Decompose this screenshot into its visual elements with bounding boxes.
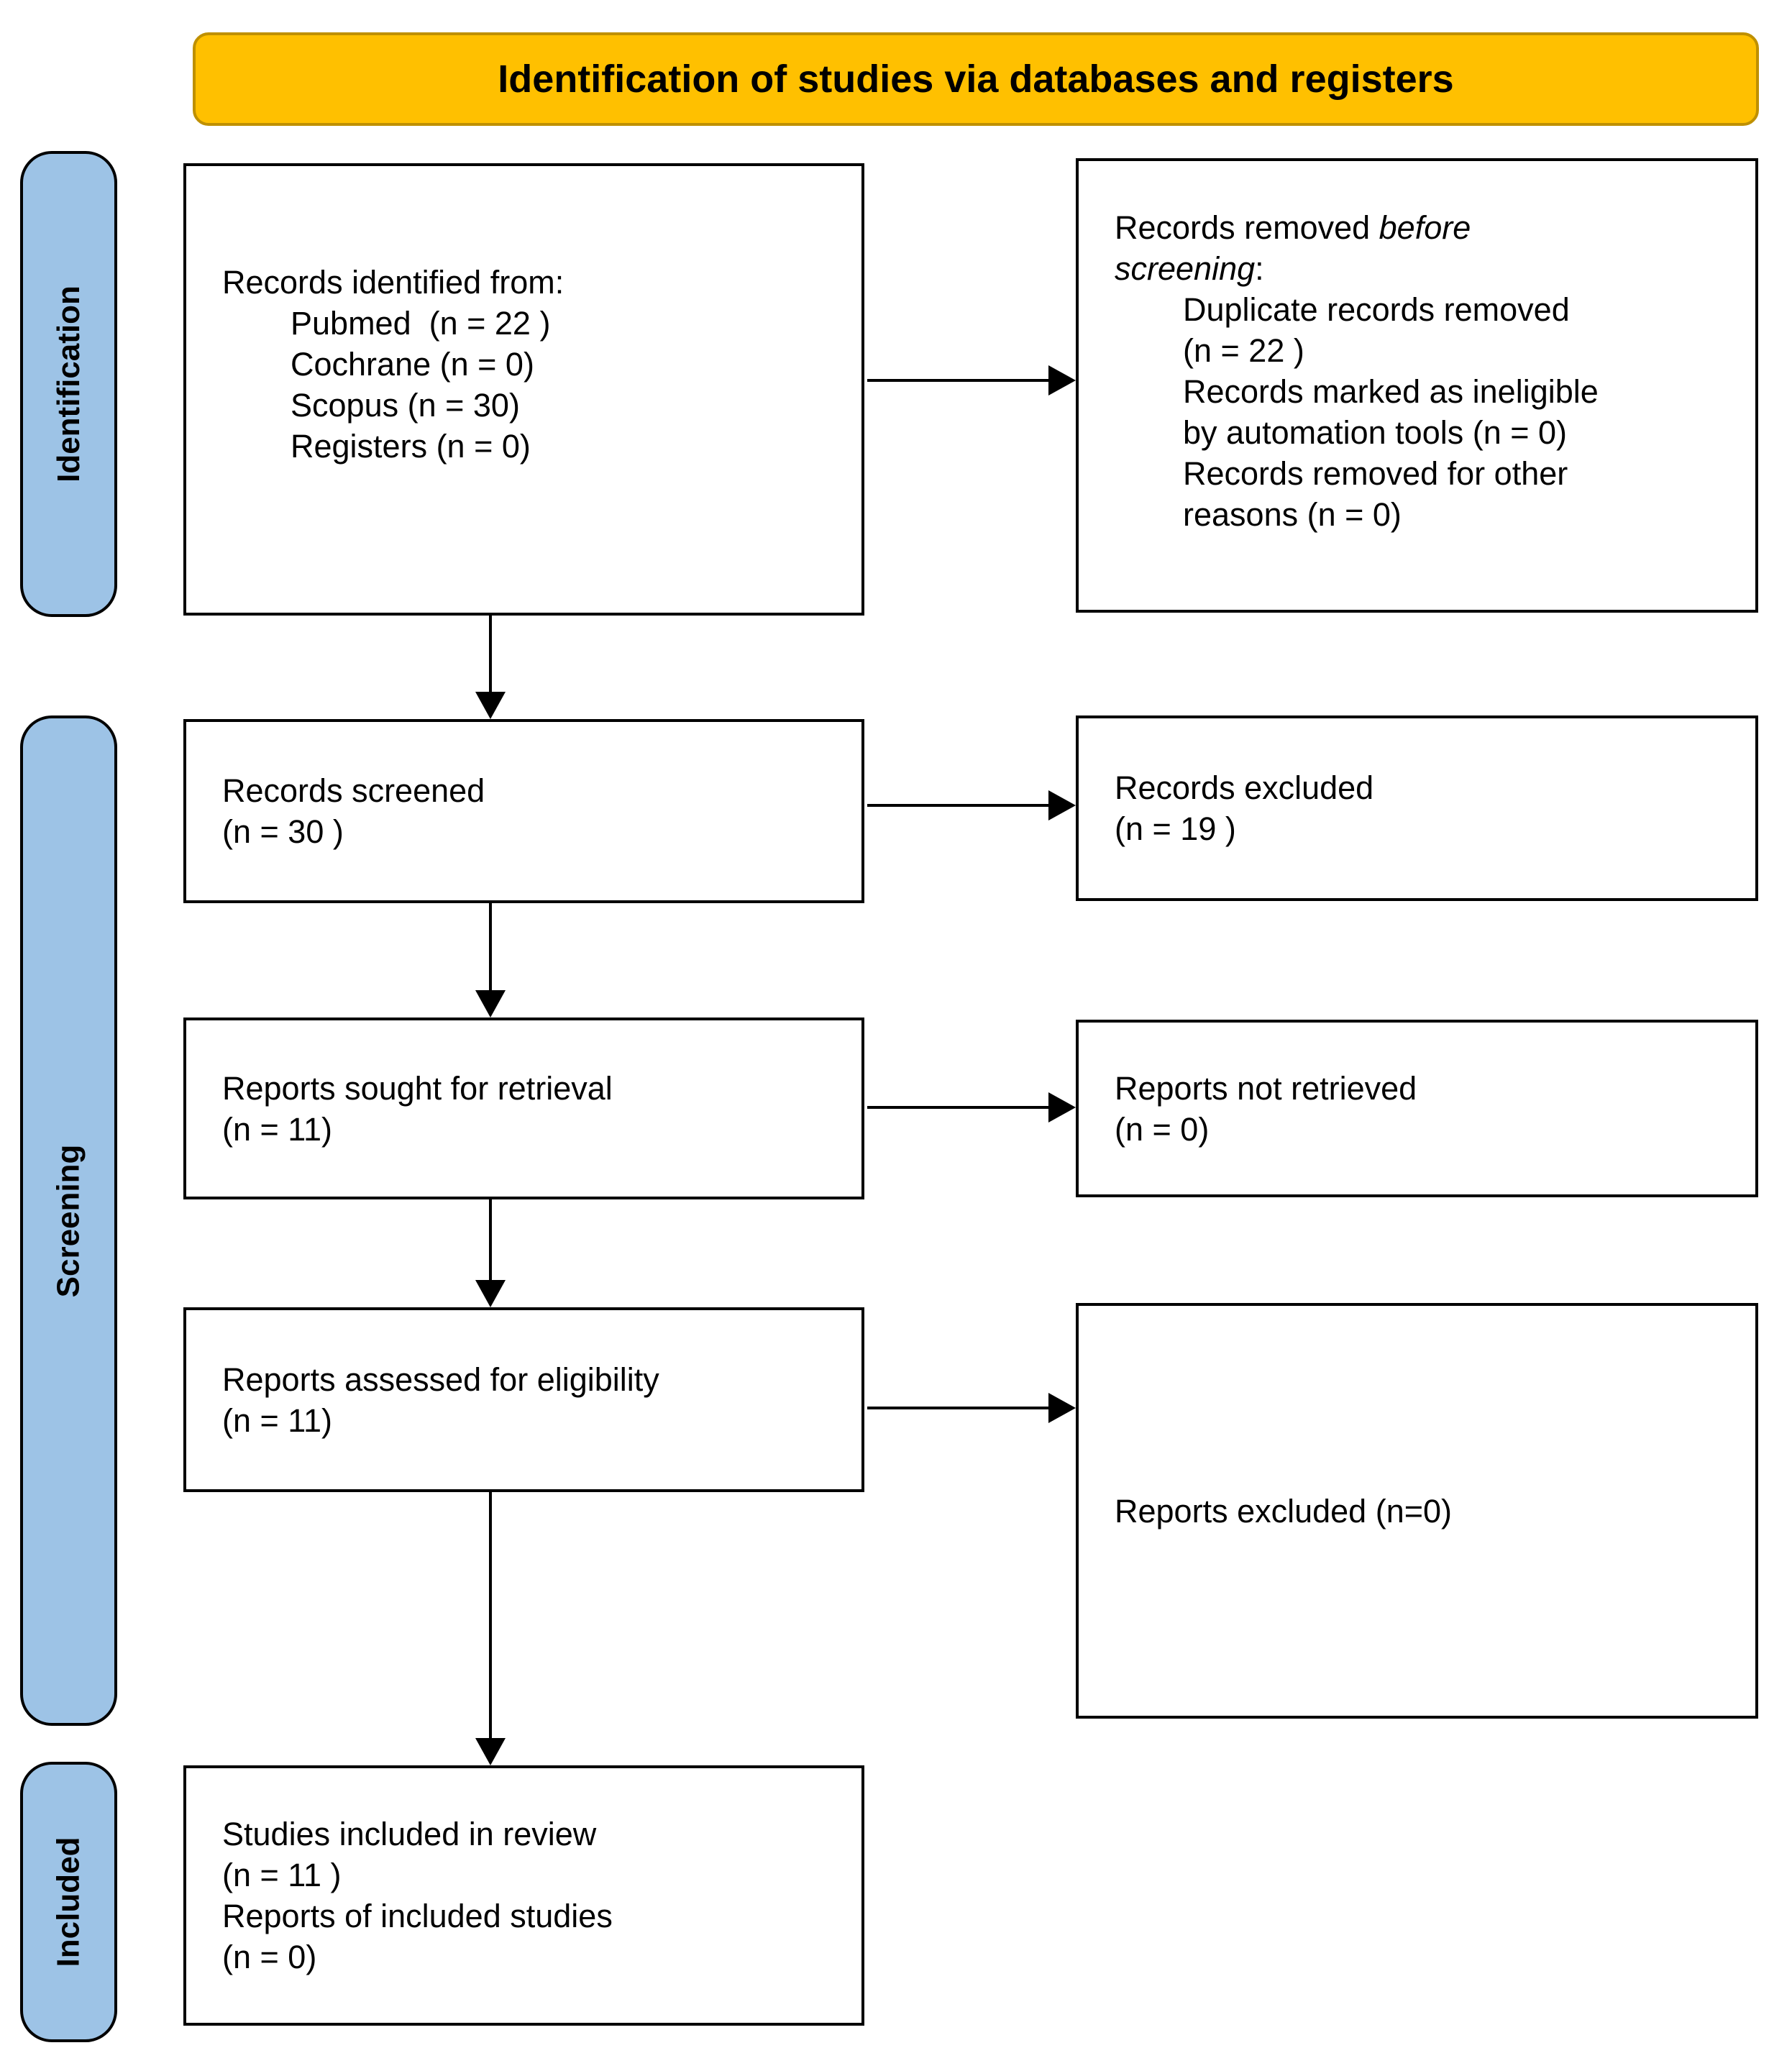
records-removed-duplicates-count: (n = 22 )	[1183, 332, 1304, 369]
arrow-sought-to-not-retrieved-head	[1048, 1092, 1076, 1122]
studies-included-label: Studies included in review	[222, 1816, 597, 1852]
reports-sought-label: Reports sought for retrieval	[222, 1069, 613, 1107]
reports-sought-count: (n = 11)	[222, 1110, 332, 1148]
stage-label-screening: Screening	[50, 1144, 86, 1297]
records-removed-duplicates: Duplicate records removed	[1183, 291, 1570, 328]
records-identified-source-scopus: Scopus (n = 30)	[291, 387, 520, 424]
arrow-assessed-to-reports-excluded-shaft	[867, 1407, 1048, 1409]
box-records-identified: Records identified from: Pubmed (n = 22 …	[183, 163, 864, 616]
records-removed-title-suffix: :	[1255, 250, 1264, 287]
arrow-screened-to-sought-head	[475, 990, 506, 1018]
reports-excluded-label: Reports excluded (n=0)	[1115, 1492, 1453, 1530]
arrow-screened-to-excluded-shaft	[867, 804, 1048, 807]
records-screened-count: (n = 30 )	[222, 813, 344, 850]
stage-label-identification: Identification	[50, 285, 86, 483]
page-title: Identification of studies via databases …	[498, 58, 1454, 101]
arrow-sought-to-not-retrieved-shaft	[867, 1106, 1048, 1109]
reports-assessed-label: Reports assessed for eligibility	[222, 1361, 659, 1398]
arrow-identified-to-screened-shaft	[489, 616, 492, 692]
reports-not-retrieved-count: (n = 0)	[1115, 1110, 1210, 1148]
records-identified-source-registers: Registers (n = 0)	[291, 428, 531, 465]
arrow-screened-to-sought-shaft	[489, 903, 492, 990]
box-reports-not-retrieved: Reports not retrieved (n = 0)	[1076, 1020, 1758, 1197]
records-removed-ineligible-count: by automation tools (n = 0)	[1183, 414, 1568, 451]
box-reports-excluded: Reports excluded (n=0)	[1076, 1303, 1758, 1719]
records-excluded-count: (n = 19 )	[1115, 810, 1236, 847]
reports-not-retrieved-label: Reports not retrieved	[1115, 1069, 1417, 1107]
arrow-sought-to-assessed-head	[475, 1280, 506, 1307]
reports-included-label: Reports of included studies	[222, 1898, 613, 1934]
box-reports-sought: Reports sought for retrieval (n = 11)	[183, 1018, 864, 1199]
records-identified-source-pubmed: Pubmed (n = 22 )	[291, 305, 551, 342]
records-screened-label: Records screened	[222, 772, 485, 809]
records-removed-title-italic-2: screening	[1115, 250, 1256, 287]
arrow-identified-to-removed-shaft	[867, 379, 1048, 382]
stage-bar-included: Included	[20, 1762, 117, 2042]
arrow-assessed-to-reports-excluded-head	[1048, 1393, 1076, 1423]
records-identified-source-cochrane: Cochrane (n = 0)	[291, 346, 534, 383]
box-studies-included: Studies included in review (n = 11 ) Rep…	[183, 1765, 864, 2026]
header-banner: Identification of studies via databases …	[193, 32, 1759, 126]
box-records-screened: Records screened (n = 30 )	[183, 719, 864, 903]
records-removed-other: Records removed for other	[1183, 455, 1568, 492]
box-records-excluded: Records excluded (n = 19 )	[1076, 715, 1758, 901]
records-removed-title-line-1: Records removed before	[1115, 207, 1729, 248]
records-removed-title-line-2: screening:	[1115, 248, 1729, 289]
records-excluded-label: Records excluded	[1115, 769, 1374, 806]
box-records-removed-before-screening: Records removed before screening: Duplic…	[1076, 158, 1758, 613]
records-removed-ineligible: Records marked as ineligible	[1183, 373, 1599, 410]
arrow-sought-to-assessed-shaft	[489, 1199, 492, 1280]
arrow-assessed-to-included-shaft	[489, 1492, 492, 1738]
records-removed-title-prefix: Records removed	[1115, 209, 1379, 246]
records-identified-title: Records identified from:	[222, 264, 564, 301]
box-reports-assessed: Reports assessed for eligibility (n = 11…	[183, 1307, 864, 1492]
records-removed-title-italic-1: before	[1379, 209, 1471, 246]
arrow-assessed-to-included-head	[475, 1738, 506, 1765]
stage-bar-identification: Identification	[20, 151, 117, 617]
studies-included-count: (n = 11 )	[222, 1857, 342, 1893]
arrow-screened-to-excluded-head	[1048, 790, 1076, 820]
reports-assessed-count: (n = 11)	[222, 1402, 332, 1439]
stage-bar-screening: Screening	[20, 715, 117, 1726]
records-removed-other-count: reasons (n = 0)	[1183, 496, 1402, 533]
arrow-identified-to-removed-head	[1048, 365, 1076, 395]
stage-label-included: Included	[50, 1837, 86, 1967]
arrow-identified-to-screened-head	[475, 692, 506, 719]
reports-included-count: (n = 0)	[222, 1939, 317, 1975]
